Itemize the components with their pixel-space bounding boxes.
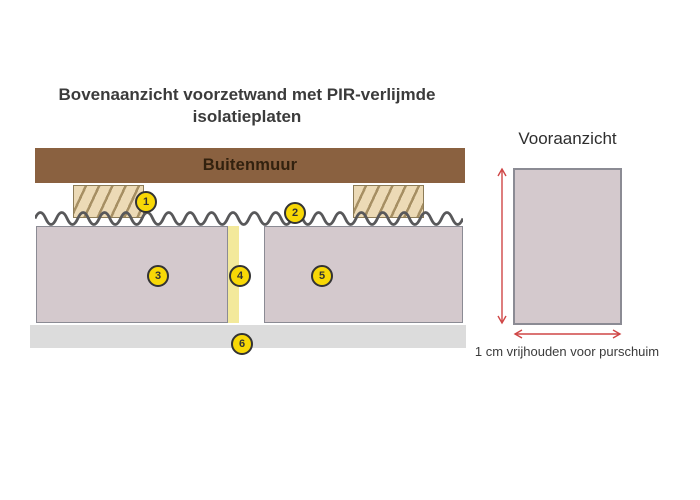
marker-badge-6: 6 bbox=[231, 333, 253, 355]
height-dimension-arrow-icon bbox=[497, 167, 507, 325]
outer-wall-label: Buitenmuur bbox=[202, 156, 298, 174]
glue-wave-icon bbox=[35, 211, 463, 226]
marker-badge-3: 3 bbox=[147, 265, 169, 287]
width-dimension-arrow-icon bbox=[513, 329, 622, 339]
marker-badge-4: 4 bbox=[229, 265, 251, 287]
marker-badge-2: 2 bbox=[284, 202, 306, 224]
page-title: Bovenaanzicht voorzetwand met PIR-verlij… bbox=[27, 84, 467, 128]
insulation-board-right bbox=[264, 226, 463, 323]
page-title-line1: Bovenaanzicht voorzetwand met PIR-verlij… bbox=[58, 85, 436, 104]
front-view-caption: 1 cm vrijhouden voor purschuim bbox=[474, 344, 660, 359]
timber-batten-left bbox=[73, 185, 144, 218]
outer-wall-bar: Buitenmuur bbox=[35, 148, 465, 183]
front-view-title: Vooraanzicht bbox=[518, 129, 617, 148]
page-title-line2: isolatieplaten bbox=[192, 107, 302, 126]
marker-badge-5: 5 bbox=[311, 265, 333, 287]
timber-batten-right bbox=[353, 185, 424, 218]
insulation-board-left bbox=[36, 226, 228, 323]
marker-badge-1: 1 bbox=[135, 191, 157, 213]
front-view-panel bbox=[513, 168, 622, 325]
